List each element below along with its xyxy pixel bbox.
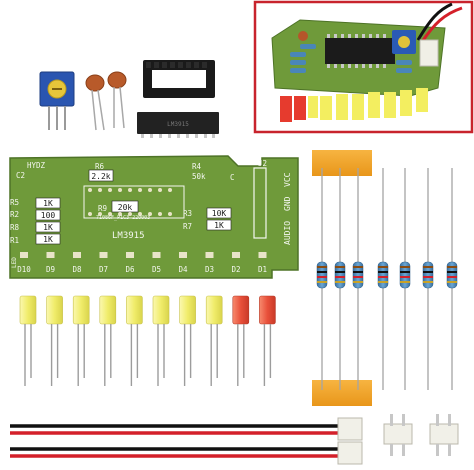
label-r5-value: 1K (43, 199, 53, 208)
led-pad (126, 252, 134, 258)
label-r2: R2 (10, 210, 19, 219)
label-r3: R3 (183, 209, 192, 218)
loose-leds (19, 295, 276, 386)
label-r5: R5 (10, 198, 19, 207)
led-label-d8: D8 (72, 265, 82, 274)
chip-footprint (83, 185, 185, 219)
inset-photo (253, 0, 474, 134)
led-label-d10: D10 (17, 265, 31, 274)
ic-socket (143, 60, 215, 98)
label-gnd: GND (283, 196, 292, 211)
tape-top (312, 150, 372, 176)
label-pcb-code: 71086F_P1C3-220003 (96, 215, 150, 221)
trimmer-potentiometer (39, 71, 75, 130)
led-footprint-row: D10 D9 D8 D7 D6 D5 D4 D3 D2 D1 (17, 252, 267, 274)
j2-outline (253, 167, 267, 239)
label-r7: R7 (183, 222, 192, 231)
led-label-d6: D6 (125, 265, 135, 274)
resistor-tape-strip (312, 150, 458, 406)
label-hydz: HYDZ (27, 161, 46, 170)
red-led (232, 295, 250, 325)
header-right (429, 414, 459, 456)
inset-red-wire (420, 6, 463, 43)
svg-text:LM3915: LM3915 (167, 121, 189, 128)
resistor (316, 261, 328, 289)
led-pad (46, 252, 55, 258)
yellow-led (19, 295, 37, 325)
plug-bottom (337, 441, 363, 465)
led-pad (152, 252, 161, 258)
label-c2: C2 (16, 171, 25, 180)
led-label-d2: D2 (231, 265, 240, 274)
inset-resistors (290, 44, 412, 73)
led-pad (73, 252, 81, 258)
inset-black-wire (416, 2, 453, 41)
yellow-led (152, 295, 170, 325)
resistor (377, 261, 389, 289)
label-r4: R4 (192, 162, 202, 171)
resistor (352, 261, 364, 289)
label-vcc: VCC (283, 172, 292, 187)
label-r8-value: 1K (43, 223, 53, 232)
yellow-led (179, 295, 196, 325)
yellow-led (46, 295, 63, 325)
resistor (446, 261, 458, 289)
connector-cables (10, 414, 459, 465)
label-chip: LM3915 (112, 231, 145, 241)
red-led (259, 295, 276, 325)
led-label-d7: D7 (99, 265, 108, 274)
inset-leds (280, 88, 428, 122)
ceramic-capacitors (85, 71, 127, 131)
resistor (334, 261, 346, 289)
header-left (383, 414, 413, 456)
led-pad (232, 252, 240, 258)
led-pad (20, 252, 28, 258)
label-r4-value: 50k (192, 172, 206, 181)
plug-top (337, 417, 363, 441)
label-r7-value: 1K (214, 221, 224, 230)
led-label-d9: D9 (46, 265, 55, 274)
resistor (422, 261, 434, 289)
label-r9: R9 (98, 204, 107, 213)
label-r1-value: 1K (43, 235, 53, 244)
label-r2-value: 100 (41, 211, 56, 220)
label-r6-value: 2.2k (91, 172, 110, 181)
yellow-led (99, 295, 117, 325)
led-label-d4: D4 (178, 265, 188, 274)
led-pad (179, 252, 187, 258)
label-r8: R8 (10, 223, 20, 232)
label-r1: R1 (10, 236, 19, 245)
led-pad (258, 252, 267, 258)
label-j2: J2 (258, 159, 267, 168)
label-c: C (230, 173, 235, 182)
led-pad (99, 252, 108, 258)
led-label-d1: D1 (258, 265, 267, 274)
label-r6: R6 (95, 162, 105, 171)
main-pcb: HYDZ C2 R6 R4 50k C J2 R5 R2 R8 R1 R9 R3… (9, 155, 299, 279)
led-label-d5: D5 (152, 265, 161, 274)
inset-connector (419, 39, 439, 67)
led-pad (205, 252, 214, 258)
tape-bottom (312, 380, 372, 406)
inset-chip (325, 38, 395, 64)
label-led: LED (11, 257, 18, 268)
resistor (399, 261, 411, 289)
led-label-d3: D3 (205, 265, 214, 274)
label-r9-value: 20k (118, 203, 133, 212)
label-audio: AUDIO (283, 221, 292, 245)
resistor-value-boxes: 2.2k 1K 100 1K 1K 20k 10K 1K (35, 169, 232, 245)
yellow-led (72, 295, 90, 325)
label-r3-value: 10K (212, 209, 227, 218)
yellow-led (205, 295, 223, 325)
yellow-led (126, 295, 143, 325)
inset-capacitor (298, 31, 308, 41)
lm3915-chip: LM3915 (137, 112, 219, 138)
